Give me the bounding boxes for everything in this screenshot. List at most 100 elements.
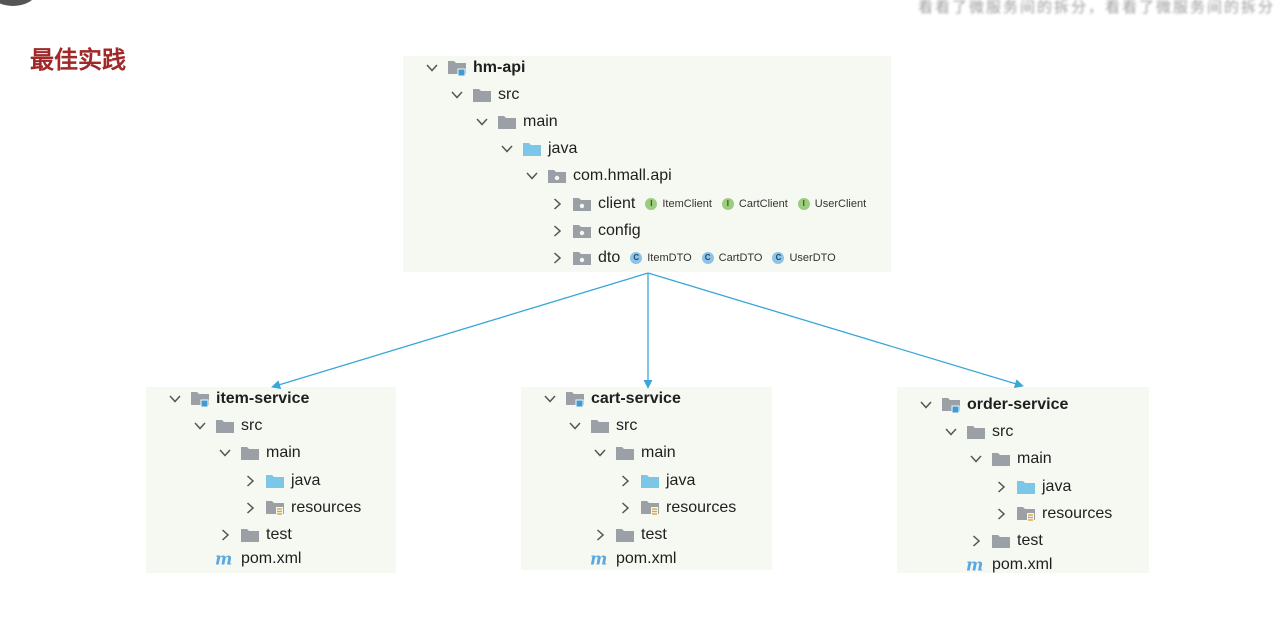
chevron-down-icon[interactable] [917,395,935,415]
chevron-right-icon[interactable] [548,248,566,268]
badge-label: CartClient [738,197,788,210]
header-text: 看看了微服务间的拆分，看看了微服务间的拆分 [917,0,1275,16]
chevron-down-icon[interactable] [166,389,184,409]
chevron-right-icon[interactable] [216,525,234,545]
tree-row[interactable]: src [191,412,262,439]
tree-row[interactable]: main [473,108,558,135]
folder-icon [497,113,517,131]
module-icon [941,396,961,414]
chevron-down-icon[interactable] [216,443,234,463]
maven-icon: m [215,550,235,568]
tree-row[interactable]: order-service [917,391,1068,418]
tree-row[interactable]: resources [241,494,361,521]
package-icon [572,195,592,213]
source-folder-icon [1016,478,1036,496]
tree-row[interactable]: java [498,135,577,162]
tree-row[interactable]: main [216,439,301,466]
class-badge[interactable]: C UserDTO [772,251,836,264]
package-icon [572,249,592,267]
tree-row[interactable]: java [241,467,320,494]
tree-label: src [498,85,520,103]
tree-label: test [1017,531,1043,549]
badge-label: UserDTO [789,251,836,264]
chevron-down-icon[interactable] [523,166,541,186]
folder-icon [240,444,260,462]
chevron-right-icon[interactable] [591,525,609,545]
folder-icon [966,423,986,441]
tree-row[interactable]: main [591,439,676,466]
tree-row[interactable]: test [967,527,1043,554]
tree-row[interactable]: resources [992,500,1112,527]
tree-row[interactable]: src [942,418,1013,445]
tree-row[interactable]: main [967,445,1052,472]
tree-label: java [291,471,321,489]
resources-folder-icon [640,499,660,517]
resources-folder-icon [265,499,285,517]
chevron-right-icon[interactable] [616,471,634,491]
interface-icon: I [797,197,810,210]
interface-icon: I [721,197,734,210]
chevron-right-icon[interactable] [967,531,985,551]
tree-label: java [548,139,578,157]
interface-badge[interactable]: I ItemClient [645,197,712,210]
interface-badge[interactable]: I UserClient [797,197,867,210]
tree-label: src [241,416,263,434]
class-icon: C [701,251,714,264]
folder-icon [615,526,635,544]
chevron-down-icon[interactable] [448,85,466,105]
tree-row[interactable]: src [448,81,519,108]
chevron-down-icon[interactable] [473,112,491,132]
chevron-right-icon[interactable] [616,498,634,518]
package-icon [547,167,567,185]
chevron-right-icon[interactable] [241,471,259,491]
tree-row[interactable]: dto C ItemDTO C CartDTO C UserDTO [548,244,836,271]
chevron-right-icon[interactable] [241,498,259,518]
source-folder-icon [265,472,285,490]
class-badge[interactable]: C ItemDTO [630,251,692,264]
chevron-down-icon[interactable] [942,422,960,442]
badge-label: UserClient [814,197,867,210]
tree-row[interactable]: java [992,473,1071,500]
class-icon: C [630,251,643,264]
chevron-right-icon[interactable] [548,221,566,241]
chevron-down-icon[interactable] [566,416,584,436]
chevron-right-icon[interactable] [992,504,1010,524]
chevron-down-icon[interactable] [967,449,985,469]
module-icon [565,390,585,408]
tree-label: com.hmall.api [573,166,672,184]
tree-row[interactable]: config [548,217,641,244]
tree-row[interactable]: src [566,412,637,439]
interface-badge[interactable]: I CartClient [721,197,788,210]
tree-row[interactable]: test [591,521,667,548]
tree-row[interactable]: resources [616,494,736,521]
tree-label: resources [666,498,737,516]
tree-row[interactable]: client I ItemClient I CartClient I UserC… [548,190,866,217]
hm-api-tree-panel: hm-api src main java com.hmall.api clien… [403,56,891,272]
folder-icon [472,86,492,104]
tree-label: main [523,112,558,130]
badge-label: CartDTO [718,251,763,264]
chevron-down-icon[interactable] [498,139,516,159]
chevron-down-icon[interactable] [191,416,209,436]
tree-row[interactable]: cart-service [541,385,681,412]
maven-icon: m [966,556,986,574]
tree-row[interactable]: hm-api [423,54,525,81]
tree-label: resources [1042,504,1113,522]
interface-icon: I [645,197,658,210]
tree-row[interactable]: item-service [166,385,309,412]
chevron-down-icon[interactable] [541,389,559,409]
chevron-right-icon[interactable] [992,477,1010,497]
chevron-right-icon[interactable] [548,194,566,214]
tree-row[interactable]: test [216,521,292,548]
tree-row[interactable]: java [616,467,695,494]
tree-row[interactable]: com.hmall.api [523,162,672,189]
chevron-down-icon[interactable] [591,443,609,463]
class-badge[interactable]: C CartDTO [701,251,763,264]
tree-label: pom.xml [616,549,677,567]
chevron-down-icon[interactable] [423,58,441,78]
